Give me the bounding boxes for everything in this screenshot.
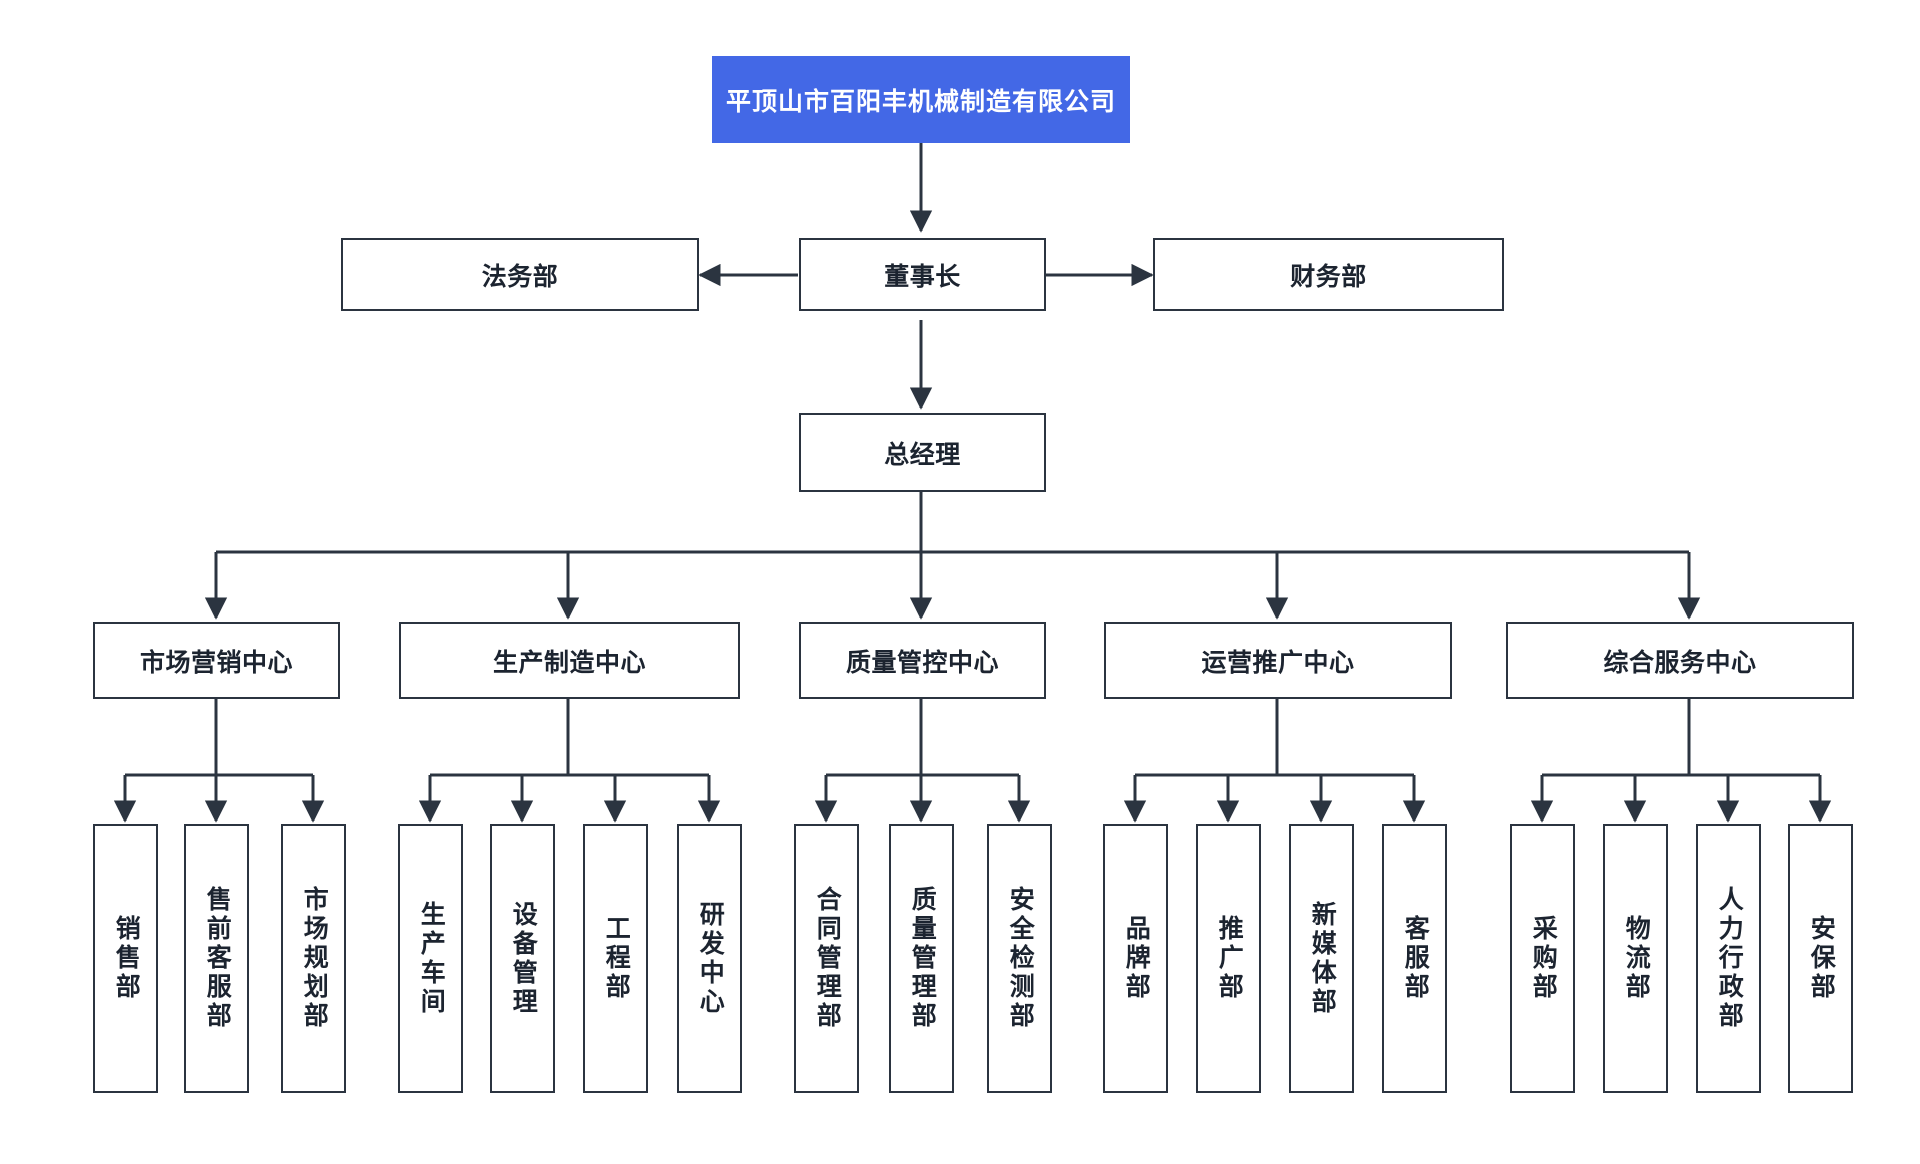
node-label: 质量管控中心 [845,648,999,677]
node-company-root[interactable]: 平顶山市百阳丰机械制造有限公司 [712,56,1130,143]
node-label: 售前客服部 [203,886,232,1031]
node-label: 法务部 [481,262,559,291]
node-label: 财务部 [1290,262,1367,291]
node-label: 平顶山市百阳丰机械制造有限公司 [725,87,1116,116]
node-dept-contract-management[interactable]: 合同管理部 [794,824,859,1093]
node-dept-customer-service[interactable]: 客服部 [1382,824,1447,1093]
node-label: 合同管理部 [813,886,842,1031]
node-label: 综合服务中心 [1603,648,1757,677]
node-dept-sales[interactable]: 销售部 [93,824,158,1093]
node-chairman[interactable]: 董事长 [799,238,1046,311]
node-dept-equipment-management[interactable]: 设备管理 [490,824,555,1093]
node-dept-hr-administration[interactable]: 人力行政部 [1696,824,1761,1093]
node-label: 设备管理 [509,900,538,1017]
node-center-service[interactable]: 综合服务中心 [1506,622,1854,699]
node-legal-department[interactable]: 法务部 [341,238,699,311]
node-dept-security[interactable]: 安保部 [1788,824,1853,1093]
node-dept-engineering[interactable]: 工程部 [583,824,648,1093]
node-dept-market-planning[interactable]: 市场规划部 [281,824,346,1093]
node-dept-presales-service[interactable]: 售前客服部 [184,824,249,1093]
node-label: 研发中心 [696,900,725,1017]
node-label: 安保部 [1807,915,1836,1002]
node-label: 新媒体部 [1308,900,1337,1017]
node-label: 人力行政部 [1715,886,1744,1031]
node-dept-procurement[interactable]: 采购部 [1510,824,1575,1093]
node-label: 安全检测部 [1006,886,1035,1031]
node-center-production[interactable]: 生产制造中心 [399,622,740,699]
node-center-quality[interactable]: 质量管控中心 [799,622,1046,699]
node-label: 生产车间 [417,900,446,1017]
node-dept-production-workshop[interactable]: 生产车间 [398,824,463,1093]
node-label: 采购部 [1529,915,1558,1002]
node-center-marketing[interactable]: 市场营销中心 [93,622,340,699]
node-dept-promotion[interactable]: 推广部 [1196,824,1261,1093]
node-label: 生产制造中心 [492,648,646,677]
node-label: 客服部 [1401,915,1430,1002]
node-general-manager[interactable]: 总经理 [799,413,1046,492]
node-dept-quality-management[interactable]: 质量管理部 [889,824,954,1093]
node-label: 市场规划部 [300,886,329,1031]
node-label: 销售部 [112,915,141,1002]
node-label: 运营推广中心 [1201,648,1355,677]
node-label: 物流部 [1622,915,1651,1002]
node-label: 推广部 [1215,915,1244,1002]
node-label: 总经理 [884,440,961,469]
node-dept-brand[interactable]: 品牌部 [1103,824,1168,1093]
node-dept-new-media[interactable]: 新媒体部 [1289,824,1354,1093]
node-dept-rnd-center[interactable]: 研发中心 [677,824,742,1093]
node-dept-safety-inspection[interactable]: 安全检测部 [987,824,1052,1093]
node-dept-logistics[interactable]: 物流部 [1603,824,1668,1093]
node-label: 品牌部 [1122,915,1151,1002]
node-label: 工程部 [602,915,631,1002]
node-center-operations[interactable]: 运营推广中心 [1104,622,1452,699]
node-label: 质量管理部 [908,886,937,1031]
node-finance-department[interactable]: 财务部 [1153,238,1504,311]
node-label: 市场营销中心 [139,648,293,677]
node-label: 董事长 [884,262,961,291]
